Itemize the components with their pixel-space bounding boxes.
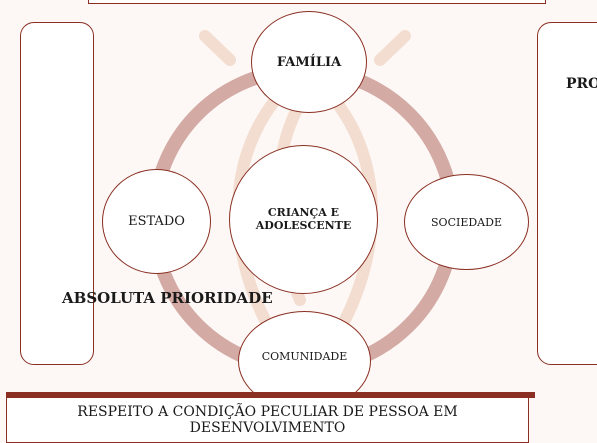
node-comunidade-label: COMUNIDADE [261, 350, 348, 363]
left-panel [20, 22, 94, 365]
node-center-label: CRIANÇA E ADOLESCENTE [255, 206, 352, 232]
bottom-accent-bar [6, 392, 535, 398]
node-sociedade-label: SOCIEDADE [431, 215, 502, 229]
absolute-priority-label: ABSOLUTA PRIORIDADE [62, 289, 273, 307]
bottom-banner: RESPEITO A CONDIÇÃO PECULIAR DE PESSOA E… [6, 397, 529, 443]
node-familia: FAMÍLIA [251, 11, 367, 113]
right-panel [537, 22, 597, 365]
right-panel-label: PRO [566, 76, 597, 92]
node-estado: ESTADO [102, 169, 211, 274]
node-familia-label: FAMÍLIA [276, 54, 342, 70]
node-crianca-adolescente: CRIANÇA E ADOLESCENTE [229, 145, 378, 294]
node-estado-label: ESTADO [128, 214, 185, 229]
top-frame [88, 0, 546, 4]
node-sociedade: SOCIEDADE [404, 174, 529, 270]
bottom-banner-text: RESPEITO A CONDIÇÃO PECULIAR DE PESSOA E… [77, 403, 458, 436]
